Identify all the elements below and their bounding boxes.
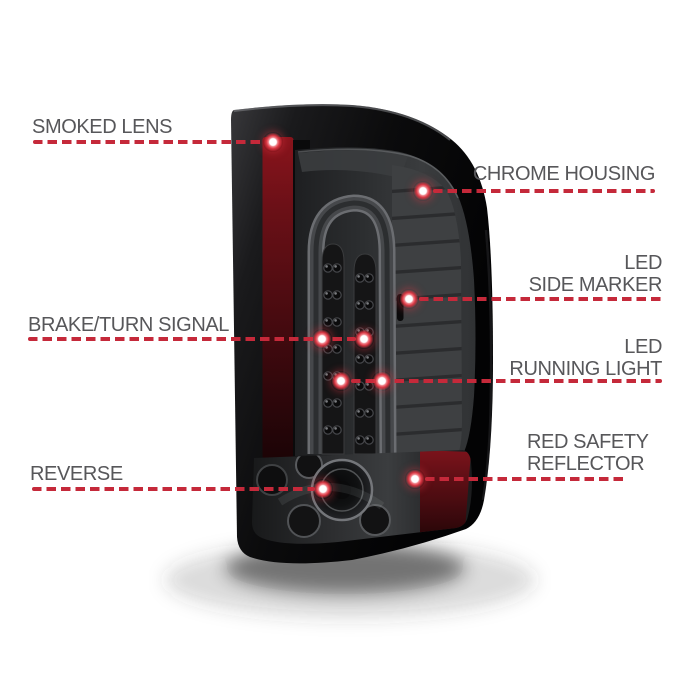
dot-reverse: [313, 479, 333, 499]
callout-label-chrome-housing: CHROME HOUSING: [472, 163, 656, 185]
dot-led-running-light-1: [331, 371, 351, 391]
callout-label-brake-turn-signal: BRAKE/TURN SIGNAL: [28, 314, 230, 336]
dot-led-side-marker: [399, 289, 419, 309]
callout-label-led-running-light: LED RUNNING LIGHT: [509, 336, 662, 380]
red-safety-reflector-patch: [420, 450, 471, 534]
reverse-lens-main: [310, 458, 374, 522]
inner-top-shelf: [298, 150, 408, 178]
callout-label-led-side-marker: LED SIDE MARKER: [528, 252, 663, 296]
leader-reverse: [32, 487, 315, 491]
reverse-lens-bottom-left: [287, 504, 321, 538]
callout-label-reverse: REVERSE: [30, 463, 123, 485]
dot-red-safety-reflector: [405, 469, 425, 489]
dot-led-running-light-2: [372, 371, 392, 391]
reverse-section: [252, 450, 472, 544]
dot-brake-turn-signal-2: [354, 329, 374, 349]
red-reflector-strip: [262, 137, 294, 459]
callout-label-red-safety-reflector: RED SAFETY REFLECTOR: [527, 431, 649, 475]
leader-led-running-light: [351, 379, 662, 383]
light-bar-tube: [307, 194, 397, 455]
dot-brake-turn-signal-1: [312, 329, 332, 349]
reverse-lens-bottom-mid: [359, 504, 391, 536]
dot-smoked-lens: [263, 132, 283, 152]
leader-smoked-lens: [33, 140, 263, 144]
led-bar-right: [353, 253, 377, 455]
side-marker-ribs-panel: [392, 165, 462, 460]
dot-chrome-housing: [413, 181, 433, 201]
leader-chrome-housing: [433, 189, 655, 193]
leader-led-side-marker: [419, 297, 662, 301]
leader-red-safety-reflector: [425, 477, 628, 481]
leader-brake-turn-signal: [28, 337, 356, 341]
housing-top-highlight: [233, 104, 451, 141]
inner-top-edge-highlight: [297, 148, 459, 199]
callout-label-smoked-lens: SMOKED LENS: [32, 116, 173, 138]
